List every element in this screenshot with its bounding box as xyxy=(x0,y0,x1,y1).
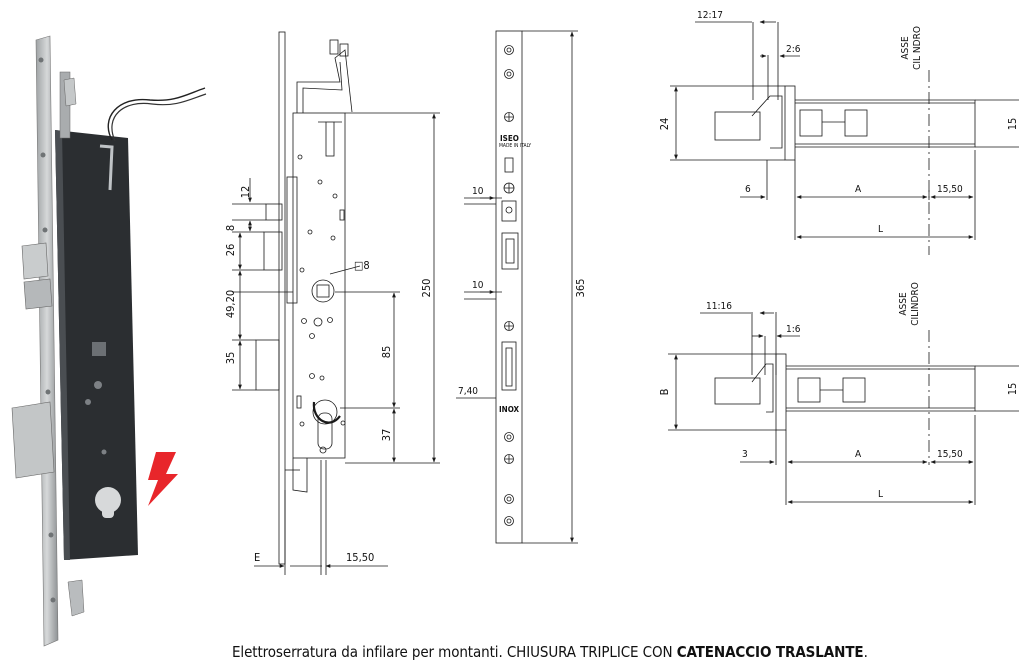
dim-1-6: 1:6 xyxy=(786,324,801,335)
lightning-bolt-icon xyxy=(148,452,178,506)
dim-37: 37 xyxy=(380,429,393,442)
dim-85: 85 xyxy=(380,346,393,359)
dim-250: 250 xyxy=(420,279,433,298)
dim-15-bottom: 15 xyxy=(1006,383,1019,396)
dim-365: 365 xyxy=(574,279,587,298)
dim-49-20: 49,20 xyxy=(224,290,237,318)
dim-15-50-bottom: 15,50 xyxy=(937,449,963,460)
caption: Elettroserratura da infilare per montant… xyxy=(232,643,868,661)
dim-A-bottom: A xyxy=(855,449,862,460)
side-view-drawing xyxy=(232,31,440,575)
dim-E: E xyxy=(254,551,260,564)
axis-label-top-1: ASSE xyxy=(900,36,911,60)
front-faceplate-drawing xyxy=(456,30,578,544)
dim-L-top: L xyxy=(878,224,883,235)
dim-35: 35 xyxy=(224,352,237,365)
caption-bold: CATENACCIO TRASLANTE xyxy=(676,643,864,661)
square-spindle-icon: □8 xyxy=(354,259,370,272)
dim-11-16: 11:16 xyxy=(706,301,732,312)
dim-7-40: 7,40 xyxy=(458,386,478,397)
dim-26: 26 xyxy=(224,244,237,257)
axis-label-bottom-2: CILINDRO xyxy=(910,282,921,326)
made-in-italy: MADE IN ITALY xyxy=(499,143,531,149)
dim-12-17: 12:17 xyxy=(697,10,723,21)
dim-2-6: 2:6 xyxy=(786,44,801,55)
lock-photo xyxy=(11,35,207,647)
dim-3: 3 xyxy=(742,449,748,460)
axis-label-top-2: CIL NDRO xyxy=(912,26,923,70)
dim-24: 24 xyxy=(658,118,671,131)
dim-10-mid: 10 xyxy=(472,280,484,291)
dim-15-50-side: 15,50 xyxy=(346,551,374,564)
dim-15-top: 15 xyxy=(1006,118,1019,131)
dim-L-bottom: L xyxy=(878,489,883,500)
detail-top-drawing xyxy=(670,20,1019,255)
detail-bottom-drawing xyxy=(668,311,1019,505)
dim-A-top: A xyxy=(855,184,862,195)
inox-label: INOX xyxy=(499,405,520,414)
dim-6: 6 xyxy=(745,184,751,195)
dim-B: B xyxy=(658,388,671,395)
dim-10-top: 10 xyxy=(472,186,484,197)
caption-text: Elettroserratura da infilare per montant… xyxy=(232,643,677,661)
dim-8: 8 xyxy=(224,225,237,231)
caption-end: . xyxy=(863,643,868,661)
dim-15-50-top: 15,50 xyxy=(937,184,963,195)
dim-12: 12 xyxy=(239,186,252,199)
brand-logo: ISEO xyxy=(500,134,519,143)
axis-label-bottom-1: ASSE xyxy=(898,292,909,316)
